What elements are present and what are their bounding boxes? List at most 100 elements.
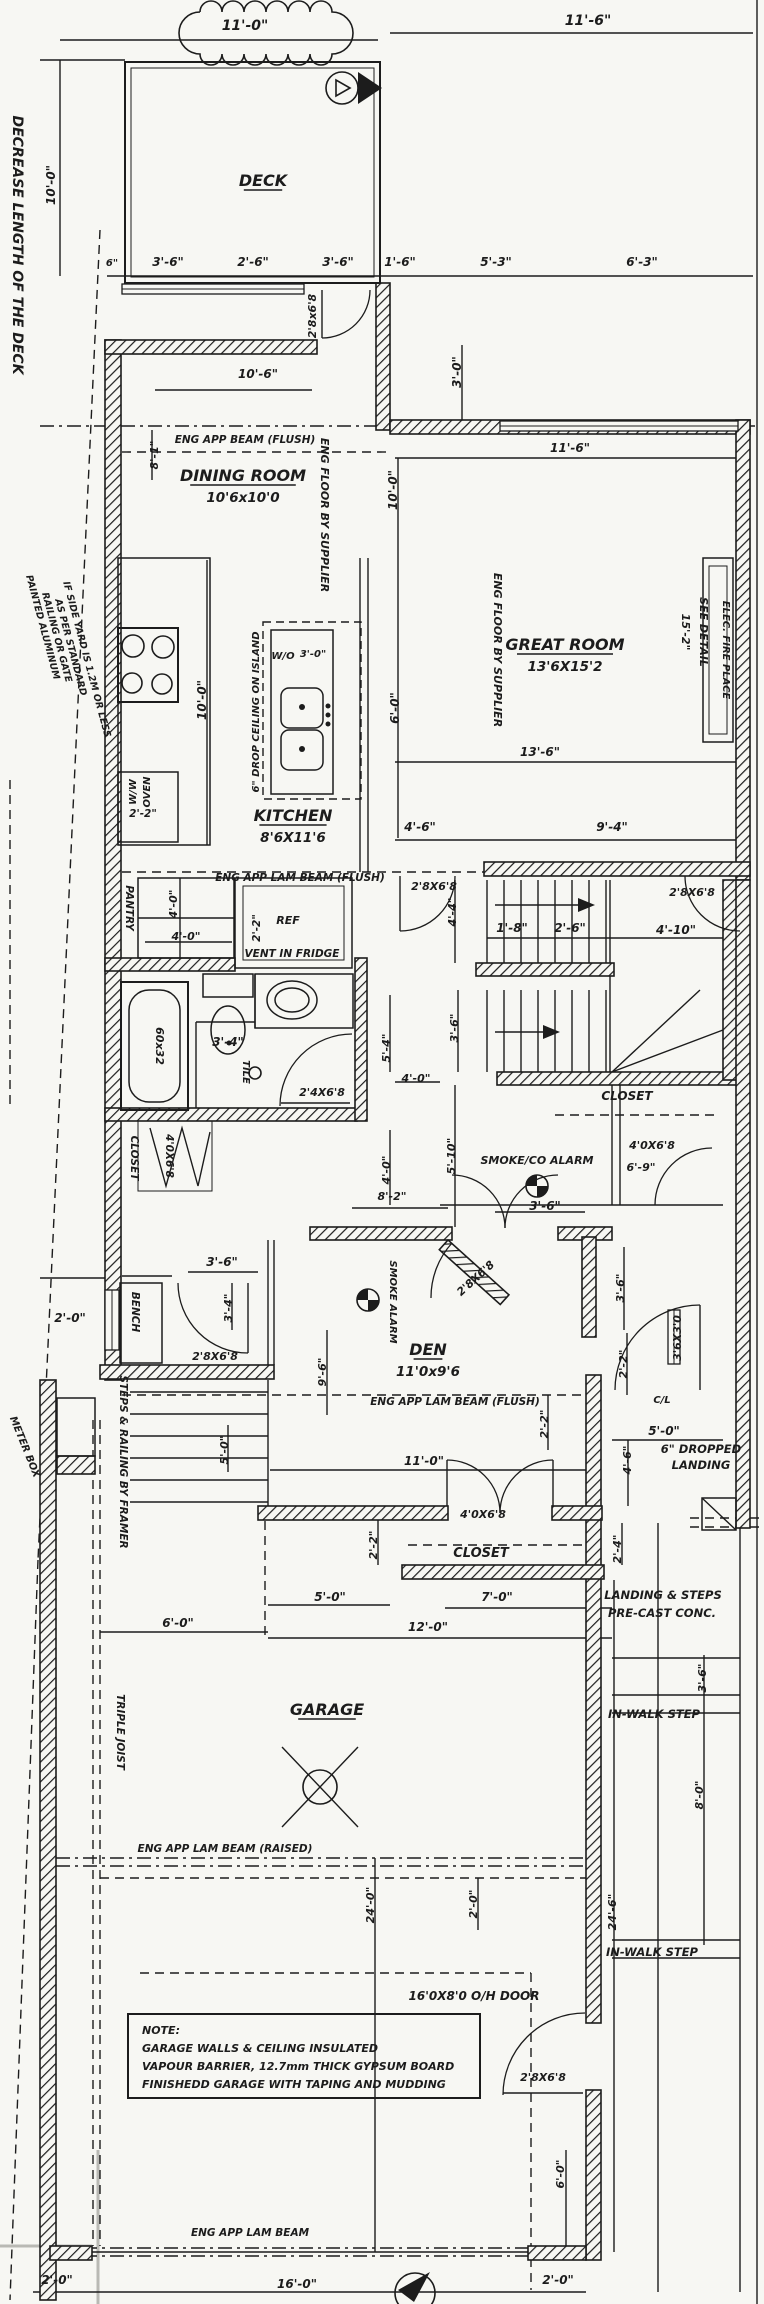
dimension-label: W/W	[128, 778, 139, 805]
dimension-label: 3'6X3'0	[671, 1315, 684, 1361]
fixture-outline	[702, 557, 734, 743]
dimension-label: 6"	[106, 258, 118, 269]
wall-segment	[585, 2089, 602, 2261]
dimension-label: 3'-6"	[448, 1014, 461, 1043]
dimension-label: 60x32	[153, 1027, 166, 1065]
fixture-outline	[202, 973, 254, 998]
door-swing	[446, 1459, 501, 1514]
marker-circle	[394, 2272, 436, 2304]
door-swing	[279, 1033, 353, 1107]
dimension-label: 5'-0"	[648, 1424, 680, 1438]
dimension-label: SEE DETAIL	[697, 597, 710, 667]
wall-segment	[527, 2245, 587, 2261]
smoke-co-alarm-icon	[357, 1289, 368, 1300]
dimension-label: 1'-8"	[496, 921, 528, 935]
dimension-label: 2'-0"	[467, 1890, 480, 1919]
room-size-den: 11'0x9'6	[396, 1364, 460, 1380]
dimension-label: TRIPLE JOIST	[114, 1694, 126, 1771]
dimension-label: 6" DROP CEILING ON ISLAND	[251, 631, 262, 792]
dimension-label: IN-WALK STEP	[608, 1707, 701, 1721]
dimension-label: 3'-6"	[152, 255, 184, 269]
fixture-outline	[234, 877, 353, 969]
dimension-label: ENG FLOOR BY SUPPLIER	[318, 438, 331, 592]
dimension-label: 11'-6"	[550, 441, 590, 455]
plan-line	[611, 989, 701, 1073]
dimension-label: 3'-6"	[529, 1199, 561, 1213]
wall-segment	[438, 1238, 511, 1306]
dimension-label: 16'0X8'0 O/H DOOR	[409, 1989, 540, 2003]
bifold-door	[149, 1125, 211, 1189]
arrowhead	[543, 1025, 560, 1039]
fixture-circle	[121, 672, 143, 694]
fixture-outline	[701, 1497, 737, 1531]
wall-segment	[39, 1379, 57, 2301]
dimension-label: PANTRY	[123, 885, 135, 932]
dimension-label: 11'-0"	[222, 18, 269, 34]
dimension-label: 3'-4"	[222, 1294, 235, 1323]
fixture-ellipse	[210, 1005, 246, 1055]
dimension-label: LANDING	[672, 1458, 731, 1472]
dimension-label: 4'-0"	[380, 1156, 393, 1186]
door-swing	[502, 2012, 586, 2096]
wall-segment	[375, 282, 391, 431]
smoke-co-alarm-icon	[526, 1175, 537, 1186]
fixture-outline	[128, 989, 181, 1103]
dimension-label: 2'-0"	[542, 2273, 574, 2287]
room-size-dining-room: 10'6x10'0	[206, 490, 279, 506]
arrowhead	[398, 2272, 430, 2302]
dimension-label: 6'-9"	[627, 1161, 656, 1174]
dimension-label: STEPS & RAILING BY FRAMER	[117, 1375, 129, 1548]
fixture-outline	[120, 981, 189, 1111]
dimension-label: 2'8X6'8	[669, 886, 715, 899]
dimension-label: ENG APP LAM BEAM (FLUSH)	[215, 872, 385, 884]
dimension-label: 3'-0"	[450, 356, 464, 388]
smoke-co-alarm-icon	[368, 1300, 379, 1311]
dimension-label: TILE	[240, 1060, 251, 1084]
dimension-label: 4'0X6'8	[459, 1508, 506, 1521]
dimension-label: 8'-2"	[378, 1190, 407, 1203]
dimension-label: 6'-0"	[388, 692, 402, 724]
dimension-label: CLOSET	[453, 1546, 510, 1561]
dimension-label: 4'-6"	[403, 820, 436, 834]
wall-segment	[551, 1505, 603, 1521]
fixture-outline	[270, 629, 334, 795]
note-line: FINISHEDD GARAGE WITH TAPING AND MUDDING	[142, 2078, 446, 2091]
wall-segment	[99, 1364, 275, 1380]
fixture-outline	[119, 1282, 163, 1364]
dimension-label: 4'-0"	[167, 890, 180, 920]
dimension-label: 3'-6"	[614, 1274, 627, 1303]
dimension-label: 7'-0"	[481, 1590, 513, 1604]
dimension-label: 6'-3"	[626, 255, 658, 269]
dimension-label: ENG APP BEAM (FLUSH)	[175, 434, 316, 446]
wall-segment	[585, 1374, 602, 2024]
dimension-label: 5'-3"	[480, 255, 512, 269]
door-swing	[177, 1282, 249, 1354]
dimension-label: IN-WALK STEP	[606, 1945, 699, 1959]
dimension-label: 9'-4"	[596, 820, 628, 834]
dimension-label: ENG FLOOR BY SUPPLIER	[491, 573, 504, 727]
dimension-label: 4'0X6'8	[163, 1133, 175, 1178]
dimension-label: 10'-0"	[195, 680, 209, 720]
wall-segment	[56, 1455, 96, 1475]
dimension-label: 5'-10"	[445, 1138, 458, 1175]
door-swing	[321, 289, 371, 339]
dimension-label: 3'-6"	[206, 1255, 238, 1269]
plan-line	[701, 1497, 737, 1531]
door-swing	[430, 1242, 453, 1299]
fixture-dot	[325, 703, 331, 709]
dimension-label: PRE-CAST CONC.	[608, 1606, 716, 1620]
dimension-label: 2'8X6'8	[192, 1350, 238, 1363]
dimension-label: 6" DROPPED	[661, 1442, 742, 1456]
fixture-circle	[151, 673, 173, 695]
fixture-ellipse	[274, 987, 310, 1013]
dimension-label: 2'-2"	[367, 1531, 380, 1560]
dimension-label: 4'-6"	[621, 1446, 634, 1476]
dimension-label: 4'-10"	[655, 923, 696, 937]
dimension-label: 2'8X6'8	[411, 880, 457, 893]
dimension-label: 6'-0"	[554, 2160, 567, 2189]
detail-triangle-icon	[335, 78, 352, 98]
fixture-dot	[325, 712, 331, 718]
fixture-outline	[280, 687, 324, 729]
